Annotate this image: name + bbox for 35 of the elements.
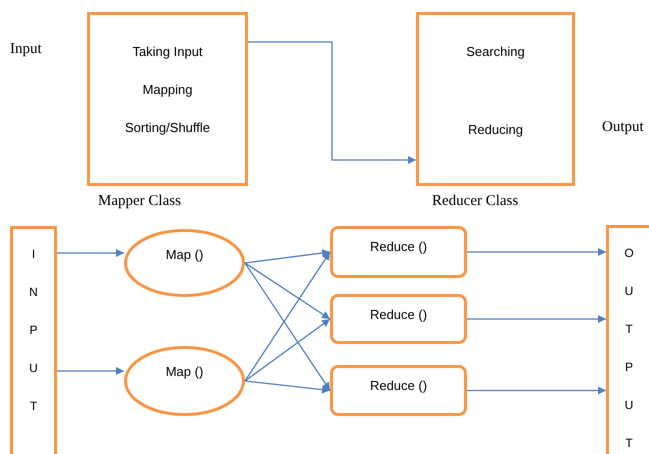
- reduce-box: [330, 365, 467, 416]
- arrow: [244, 380, 330, 394]
- node-label: Reduce (): [370, 377, 428, 395]
- arrow: [248, 41, 416, 164]
- node-label: Reduce (): [370, 306, 428, 324]
- node-label: Taking Input: [132, 43, 203, 61]
- node-label: Map (): [166, 246, 204, 264]
- reducer-class-box: [416, 12, 575, 186]
- class-caption: Mapper Class: [98, 192, 181, 211]
- arrow: [244, 262, 330, 320]
- node-label: Sorting/Shuffle: [124, 119, 210, 137]
- reduce-box: [330, 226, 467, 278]
- arrow: [467, 386, 606, 394]
- arrow: [244, 318, 330, 382]
- input-bar: [10, 226, 57, 454]
- side-label: Output: [602, 118, 644, 137]
- class-caption: Reducer Class: [432, 192, 518, 211]
- reduce-box: [330, 294, 467, 344]
- output-bar: [606, 225, 649, 454]
- node-label: Reduce (): [370, 238, 428, 256]
- arrow: [57, 249, 124, 257]
- node-label: Searching: [466, 43, 525, 61]
- node-label: Map (): [166, 363, 204, 381]
- arrow: [467, 248, 606, 256]
- node-label: Mapping: [142, 81, 192, 99]
- mapper-class-box: [87, 12, 248, 186]
- vertical-label: OUTPUT: [624, 245, 634, 452]
- vertical-label: INPUT: [28, 246, 39, 415]
- side-label: Input: [10, 40, 42, 59]
- map-ellipse: [124, 229, 245, 297]
- map-ellipse: [124, 346, 245, 416]
- arrow: [244, 249, 330, 264]
- node-label: Reducing: [468, 121, 523, 139]
- arrow: [57, 367, 124, 375]
- arrow: [467, 315, 606, 323]
